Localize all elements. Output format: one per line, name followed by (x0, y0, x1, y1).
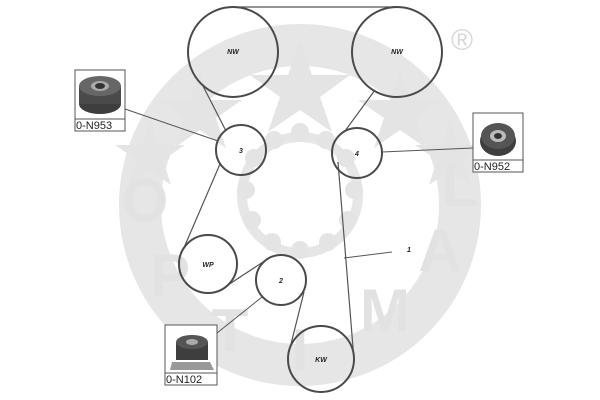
watermark-letter: L (442, 152, 479, 219)
timing-belt (182, 6, 397, 361)
svg-text:WP: WP (202, 262, 214, 269)
watermark-letter: T (212, 297, 249, 364)
watermark-letter: O (122, 167, 169, 234)
optimal-watermark: O P T I M A L ® (115, 24, 485, 386)
svg-text:2: 2 (278, 278, 283, 285)
watermark-letter: I (292, 317, 309, 384)
part-number: 0-N102 (166, 374, 202, 386)
pulley-nw-right: NW (351, 6, 443, 98)
pulley-kw: KW (287, 325, 355, 393)
idler-pulley-image (79, 76, 121, 114)
tensioner-pulley-image (170, 335, 214, 370)
part-number: 0-N952 (474, 161, 510, 173)
part-box-n952[interactable]: 0-N952 (472, 112, 524, 173)
idler-pulley-image (480, 123, 516, 156)
watermark-letter: P (150, 242, 190, 309)
svg-text:NW: NW (391, 49, 404, 56)
svg-text:KW: KW (315, 357, 328, 364)
pulley-2: 2 (255, 254, 307, 306)
watermark-letter: A (418, 217, 461, 284)
belt-label: 1 (407, 247, 411, 254)
pulley-nw-left: NW (187, 6, 279, 98)
svg-text:3: 3 (239, 148, 243, 155)
part-number: 0-N953 (76, 120, 112, 132)
pulley-3: 3 (215, 124, 267, 176)
part-box-n953[interactable]: 0-N953 (74, 69, 126, 132)
registered-mark: ® (451, 24, 473, 57)
watermark-letter: M (360, 277, 410, 344)
part-box-n102[interactable]: 0-N102 (164, 324, 218, 386)
svg-text:4: 4 (354, 151, 359, 158)
svg-text:NW: NW (227, 49, 240, 56)
pulley-wp: WP (178, 234, 238, 294)
pulley-4: 4 (331, 127, 383, 179)
